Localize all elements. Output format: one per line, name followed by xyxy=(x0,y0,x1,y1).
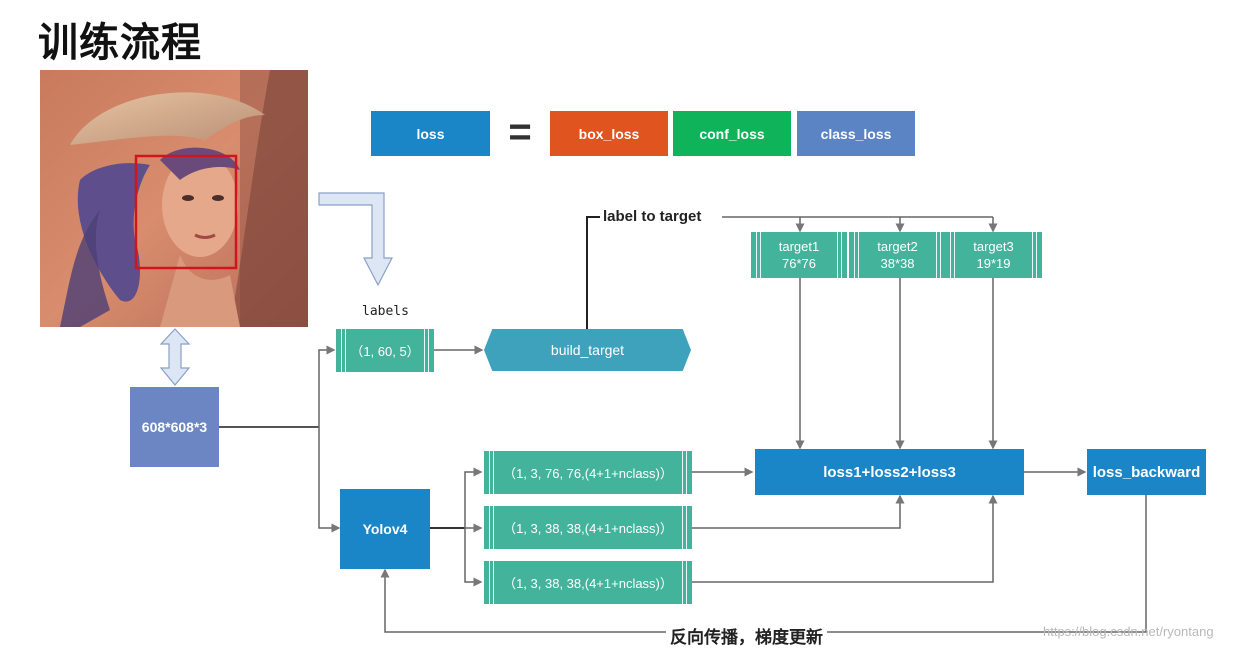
target-box-2: target2 38*38 xyxy=(849,232,946,278)
page-title: 训练流程 xyxy=(38,20,202,66)
box-loss-box: box_loss xyxy=(550,111,668,156)
output-tensor-3: （1, 3, 38, 38,(4+1+nclass)） xyxy=(484,561,692,604)
equals-sign: = xyxy=(508,110,532,154)
image-to-labels-arrow xyxy=(318,192,393,287)
image-input-double-arrow xyxy=(159,328,191,386)
portrait-illustration xyxy=(40,70,308,327)
conf-loss-box: conf_loss xyxy=(673,111,791,156)
target-size: 38*38 xyxy=(880,256,915,271)
loss-backward-box: loss_backward xyxy=(1087,449,1206,495)
target-name: target1 xyxy=(778,239,820,254)
watermark: https://blog.csdn.net/ryontang xyxy=(1043,624,1214,639)
output-tensor-1: （1, 3, 76, 76,(4+1+nclass)） xyxy=(484,451,692,494)
yolov4-model-box: Yolov4 xyxy=(340,489,430,569)
loss-box: loss xyxy=(371,111,490,156)
target-name: target3 xyxy=(973,239,1014,254)
build-target-box: build_target xyxy=(484,329,691,371)
class-loss-box: class_loss xyxy=(797,111,915,156)
target-size: 76*76 xyxy=(782,256,816,271)
target-name: target2 xyxy=(877,239,918,254)
target-box-1: target1 76*76 xyxy=(751,232,847,278)
labels-tensor-box: （1, 60, 5） xyxy=(336,329,434,372)
target-box-3: target3 19*19 xyxy=(945,232,1042,278)
target-size: 19*19 xyxy=(976,256,1011,271)
loss-sum-box: loss1+loss2+loss3 xyxy=(755,449,1024,495)
label-to-target-caption: label to target xyxy=(603,208,702,225)
detection-box xyxy=(134,154,238,270)
labels-caption: labels xyxy=(362,304,409,319)
input-photo xyxy=(40,70,308,327)
output-tensor-2: （1, 3, 38, 38,(4+1+nclass)） xyxy=(484,506,692,549)
input-size-box: 608*608*3 xyxy=(130,387,219,467)
backprop-caption: 反向传播，梯度更新 xyxy=(666,623,827,648)
